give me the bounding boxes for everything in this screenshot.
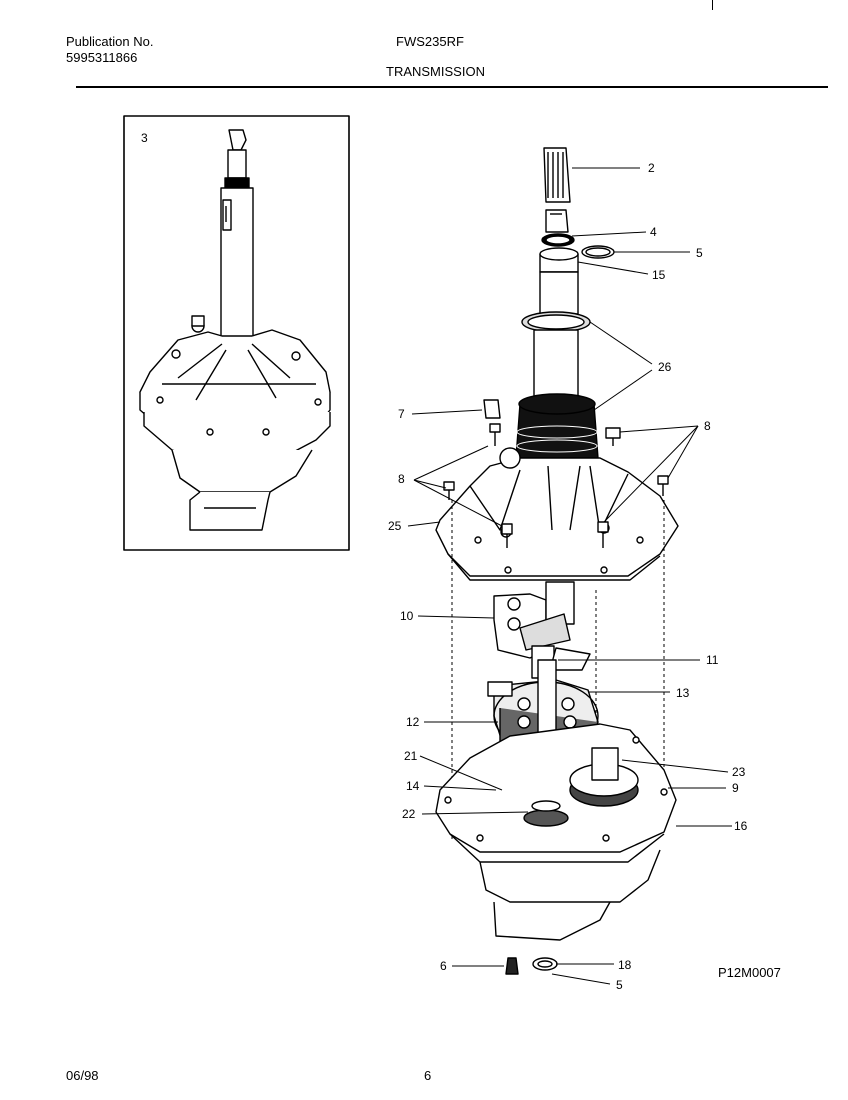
callout-7: 7 — [398, 407, 405, 421]
footer-page-number: 6 — [424, 1068, 432, 1083]
callout-5-top: 5 — [696, 246, 703, 260]
model-number: FWS235RF — [396, 34, 464, 49]
header-rule — [76, 86, 828, 88]
callout-labels: 3 2 4 5 15 26 7 8 8 25 10 11 13 12 21 23… — [141, 131, 748, 992]
callout-15: 15 — [652, 268, 666, 282]
callout-18: 18 — [618, 958, 632, 972]
callout-2: 2 — [648, 161, 655, 175]
callout-23: 23 — [732, 765, 746, 779]
leader-lines — [407, 167, 732, 985]
callout-11: 11 — [706, 653, 719, 667]
section-title: TRANSMISSION — [386, 64, 485, 79]
callout-9: 9 — [732, 781, 739, 795]
transmission-assembly-illustration — [139, 129, 331, 531]
callout-10: 10 — [400, 609, 414, 623]
callout-13: 13 — [676, 686, 690, 700]
callout-14: 14 — [406, 779, 420, 793]
publication-number: 5995311866 — [66, 50, 138, 65]
callout-4: 4 — [650, 225, 657, 239]
drawing-code: P12M0007 — [718, 965, 781, 980]
callout-6: 6 — [440, 959, 447, 973]
callout-3: 3 — [141, 131, 148, 145]
bolts — [443, 423, 669, 548]
publication-label: Publication No. — [66, 34, 154, 49]
footer-date: 06/98 — [66, 1068, 99, 1083]
callout-16: 16 — [734, 819, 748, 833]
inset-frame — [123, 115, 350, 551]
callout-25: 25 — [388, 519, 402, 533]
callout-5-bottom: 5 — [616, 978, 623, 992]
corner-tick-mark — [712, 0, 713, 10]
callout-26: 26 — [658, 360, 672, 374]
callout-22: 22 — [402, 807, 416, 821]
callout-8-left: 8 — [398, 472, 405, 486]
callout-8-right: 8 — [704, 419, 711, 433]
callout-21: 21 — [404, 749, 418, 763]
callout-12: 12 — [406, 715, 420, 729]
